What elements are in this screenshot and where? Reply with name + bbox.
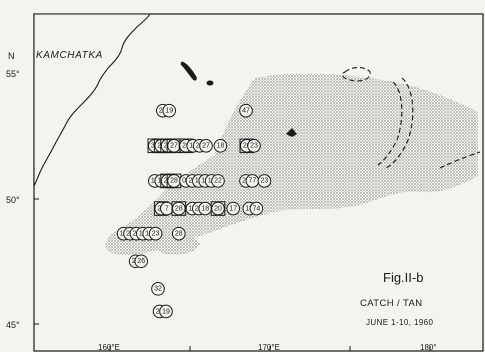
stations: 2419302428272015262718472023131028280223… (116, 103, 272, 319)
lat-label-45: 45° (6, 320, 20, 330)
station-value: 74 (253, 205, 261, 212)
station-marker: 28 (166, 173, 182, 189)
lon-label-180: 180° (420, 343, 437, 352)
vessel-marker (286, 128, 297, 137)
figure-id: Fig.II-b (383, 270, 423, 285)
station-value: 7 (165, 205, 169, 212)
station-marker: 7 (160, 201, 174, 216)
station-marker: 19 (162, 103, 176, 118)
station-marker: 23 (257, 174, 272, 188)
station-value: 23 (261, 178, 269, 185)
islands (180, 61, 214, 86)
station-circle (199, 138, 213, 153)
station-value: 19 (162, 308, 170, 315)
lat-label-50: 50° (6, 195, 20, 205)
station-marker: 28 (172, 226, 186, 241)
station-value: 22 (214, 178, 222, 185)
station-circle (151, 282, 165, 296)
station-marker: 77 (245, 174, 260, 188)
station-value: 20 (182, 143, 190, 150)
station-value: 20 (214, 205, 222, 212)
station-marker: 28 (171, 201, 187, 216)
station-circle (239, 103, 253, 118)
station-value: 19 (165, 107, 173, 114)
station-marker: 23 (148, 226, 163, 241)
station-marker: 26 (134, 254, 148, 269)
station-value: 32 (154, 286, 162, 293)
station-value: 27 (202, 143, 210, 150)
station-value: 23 (250, 143, 258, 150)
station-value: 18 (201, 205, 209, 212)
station-value: 28 (175, 230, 183, 237)
caption-date: JUNE 1-10, 1960 (366, 318, 434, 327)
station-value: 17 (229, 205, 237, 212)
station-value: 28 (170, 178, 178, 185)
station-circle (172, 201, 186, 216)
dashed-boundaries (341, 66, 481, 169)
station-marker: 18 (198, 201, 212, 216)
station-value: 23 (152, 230, 160, 237)
station-circle (257, 174, 272, 188)
lon-label-170: 170°E (258, 343, 280, 352)
station-marker: 32 (151, 282, 165, 296)
station-marker: 20 (210, 201, 226, 216)
station-circle (213, 138, 228, 153)
kamchatka-land (33, 13, 152, 187)
station-circle (211, 174, 225, 188)
station-marker: 27 (199, 138, 213, 153)
station-circle (162, 103, 176, 118)
lon-ticks (109, 346, 431, 351)
station-marker: 74 (249, 201, 264, 216)
station-circle (159, 304, 173, 319)
station-circle (172, 226, 186, 241)
lat-label-55: 55° (6, 69, 20, 79)
station-marker: 47 (239, 103, 253, 118)
station-value: 20 (243, 143, 251, 150)
station-marker: 18 (213, 138, 228, 153)
north-marker: N (8, 51, 15, 61)
lon-label-160: 160°E (98, 343, 120, 352)
station-value: 18 (245, 205, 253, 212)
catch-area (105, 73, 479, 256)
station-marker: 17 (226, 201, 240, 216)
station-marker: 22 (211, 174, 225, 188)
station-circle (249, 201, 264, 216)
station-circle (226, 201, 240, 216)
station-circle (134, 254, 148, 269)
station-circle (148, 226, 163, 241)
station-value: 18 (217, 143, 225, 150)
station-marker: 23 (247, 138, 261, 153)
station-value: 28 (175, 205, 183, 212)
station-marker: 19 (159, 304, 173, 319)
station-value: 47 (242, 107, 250, 114)
station-value: 77 (249, 178, 257, 185)
station-value: 27 (170, 143, 178, 150)
station-value: 26 (137, 258, 145, 265)
station-circle (211, 201, 225, 216)
station-circle (247, 138, 261, 153)
caption-metric: CATCH / TAN (360, 298, 422, 309)
region-label: KAMCHATKA (36, 50, 103, 61)
